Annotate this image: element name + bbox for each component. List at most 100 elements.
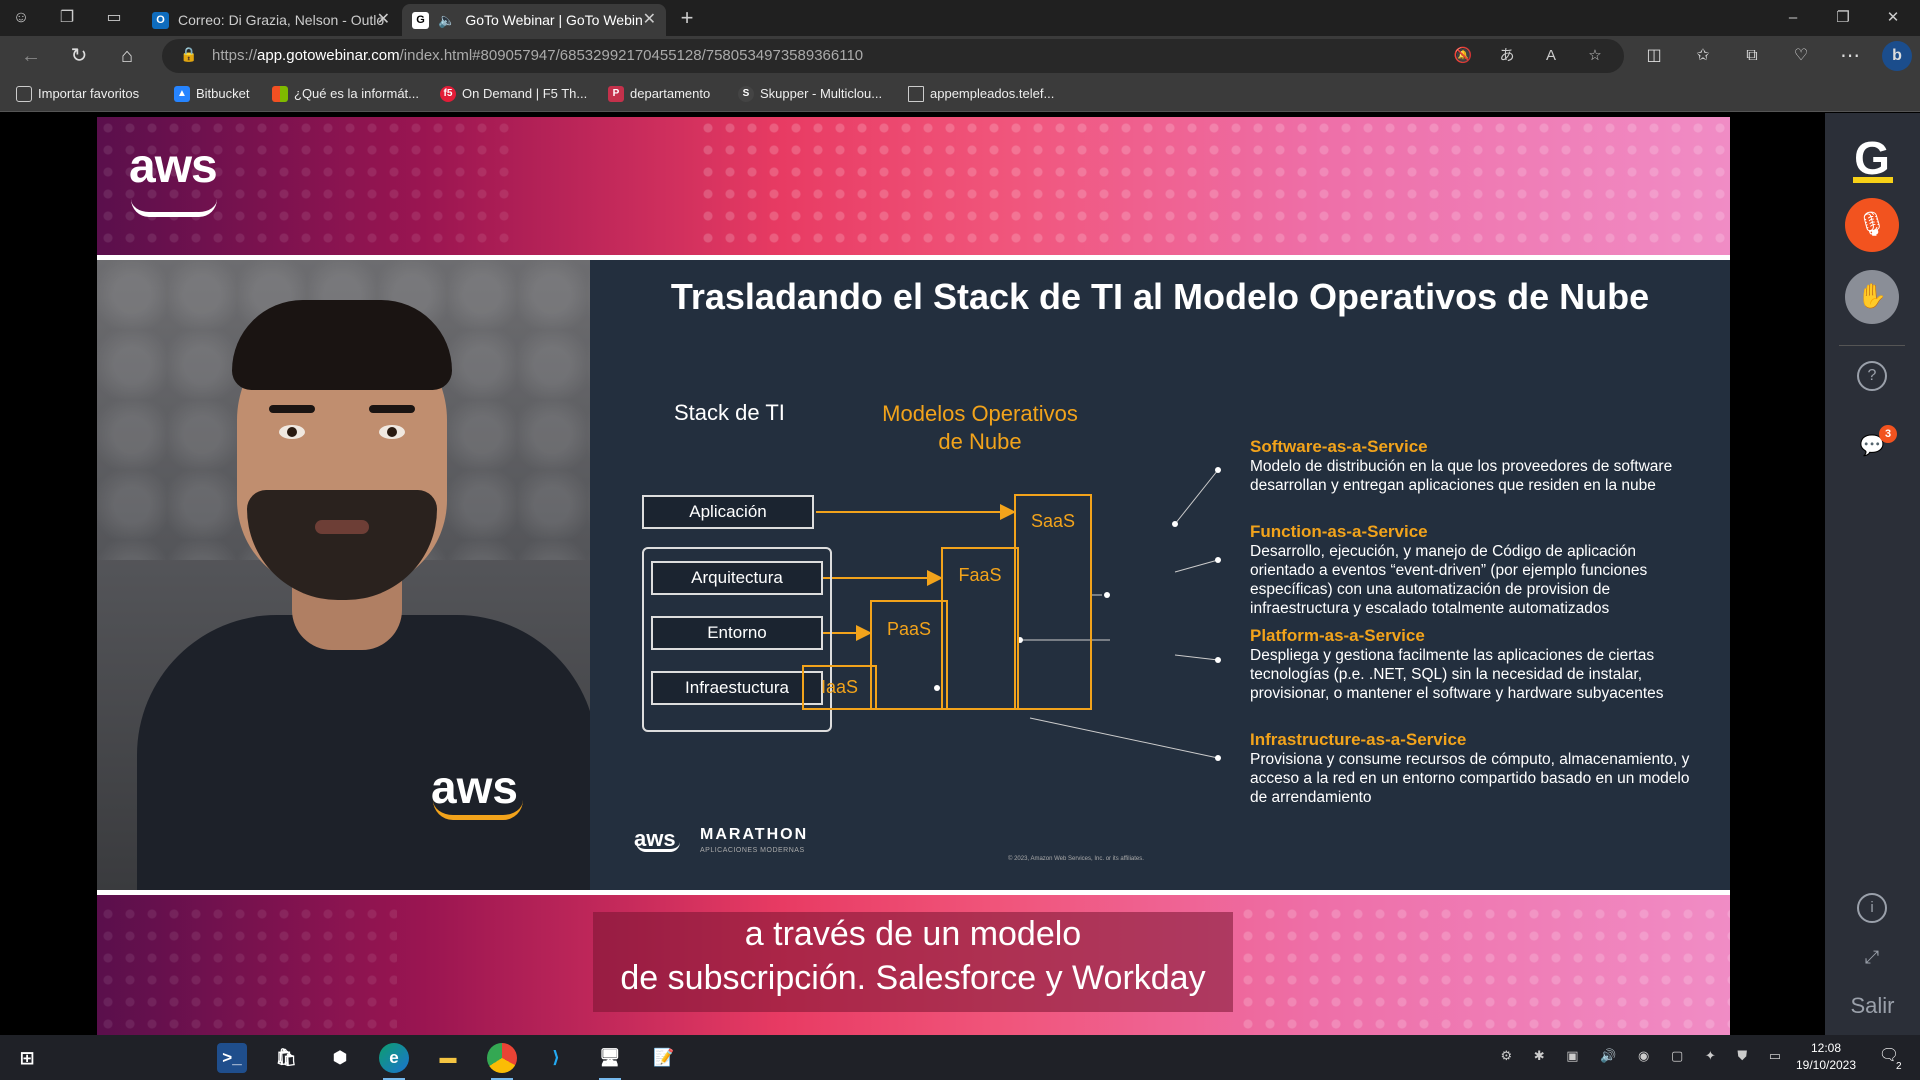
skupper-icon: S <box>738 86 754 102</box>
vertical-tabs-icon[interactable]: ▭ <box>106 9 122 26</box>
tab-goto-webinar[interactable]: G 🔈 GoTo Webinar | GoTo Webin ✕ <box>402 4 666 36</box>
new-tab-icon[interactable]: + <box>680 5 694 30</box>
restore-button[interactable]: ❐ <box>1836 9 1850 26</box>
goto-icon: G <box>412 12 429 29</box>
slide-copyright: © 2023, Amazon Web Services, Inc. or its… <box>1008 856 1144 862</box>
vscode-icon[interactable]: ⟩ <box>552 1048 560 1067</box>
minimize-button[interactable]: – <box>1788 9 1798 26</box>
f5-icon: f5 <box>440 86 456 102</box>
iaas-description-title: Infrastructure-as-a-Service <box>1250 730 1467 749</box>
remote-desktop-icon[interactable]: 🖥 <box>595 1043 625 1080</box>
stack-item-entorno: Entorno <box>651 616 823 650</box>
close-icon[interactable]: ✕ <box>642 11 656 28</box>
read-aloud-icon[interactable]: A <box>1545 47 1556 64</box>
bookmark-label: appempleados.telef... <box>930 86 1055 101</box>
bookmark-label: Skupper - Multiclou... <box>760 86 883 101</box>
fullscreen-icon[interactable]: ⤢ <box>1864 947 1880 967</box>
edge-icon[interactable]: e <box>379 1043 409 1080</box>
lock-icon[interactable]: 🔒 <box>180 46 198 62</box>
caption-line: de subscripción. Salesforce y Workday <box>620 959 1206 997</box>
more-menu-icon[interactable]: ⋯ <box>1840 45 1860 67</box>
reload-icon[interactable]: ↻ <box>70 45 88 67</box>
speaker-icon[interactable]: 🔈 <box>438 12 456 28</box>
bookmark-skupper[interactable]: S Skupper - Multiclou... <box>734 76 882 112</box>
notepad-icon[interactable]: 📝 <box>653 1048 675 1067</box>
notification-center-icon[interactable]: 🗨 <box>1878 1047 1900 1064</box>
presenter-hair <box>232 300 452 390</box>
hand-icon: ✋ <box>1857 283 1887 310</box>
browser-essentials-icon[interactable]: ♡ <box>1793 47 1809 64</box>
home-icon[interactable]: ⌂ <box>120 45 134 67</box>
bookmark-appempleados[interactable]: appempleados.telef... <box>904 76 1054 112</box>
page-icon <box>908 86 924 102</box>
presenter-shirt <box>137 615 590 890</box>
url-text[interactable]: https://app.gotowebinar.com/index.html#8… <box>212 39 863 73</box>
windows-taskbar: ⊞ >_ 🛍 ⬢ e ▬ ⟩ 🖥 📝 ⚙ ✱ ▣ 🔊 ◉ ▢ ✦ ⛊ ▭ 12:… <box>0 1035 1920 1080</box>
presenter-video: aws <box>97 260 590 890</box>
tab-outlook[interactable]: O Correo: Di Grazia, Nelson - Outlo ✕ <box>142 4 400 36</box>
close-window-button[interactable]: ✕ <box>1886 9 1900 26</box>
goto-logo: G <box>1854 132 1890 184</box>
model-iaas: IaaS <box>802 665 877 710</box>
address-bar[interactable]: 🔒 https://app.gotowebinar.com/index.html… <box>162 39 1624 73</box>
collections-icon[interactable]: ⧉ <box>1746 47 1758 64</box>
panel-divider <box>1839 345 1905 346</box>
aws-logo: aws <box>129 140 218 193</box>
bing-copilot-icon[interactable]: b <box>1882 41 1912 71</box>
footer-event-name: MARATHON <box>700 826 809 843</box>
url-scheme: https:// <box>212 47 258 64</box>
shirt-aws-smile-icon <box>433 800 523 820</box>
bookmark-label: ¿Qué es la informát... <box>294 86 419 101</box>
browser-toolbar: ← ↻ ⌂ 🔒 https://app.gotowebinar.com/inde… <box>0 36 1920 76</box>
decorative-dots <box>697 117 1730 255</box>
info-icon[interactable]: i <box>1857 893 1887 923</box>
notification-count: 2 <box>1896 1061 1902 1072</box>
tracking-prevention-icon[interactable]: 🔕 <box>1453 47 1473 64</box>
close-icon[interactable]: ✕ <box>376 11 390 28</box>
virtualbox-icon[interactable]: ⬢ <box>332 1048 348 1067</box>
model-faas: FaaS <box>941 547 1019 710</box>
favorites-icon[interactable]: ✩ <box>1696 47 1710 64</box>
presenter-eye <box>379 425 405 439</box>
start-icon[interactable]: ⊞ <box>19 1048 35 1068</box>
questions-icon[interactable]: ? <box>1857 361 1887 391</box>
goto-control-panel: G 🎙 ✋ ? 💬 3 i ⤢ Salir <box>1825 113 1920 1035</box>
webinar-viewport: aws aws Trasladando el Stack <box>0 113 1825 1035</box>
file-explorer-icon[interactable]: ▬ <box>439 1048 457 1067</box>
bookmark-label: Importar favoritos <box>38 86 140 101</box>
bookmark-bitbucket[interactable]: ▲Bitbucket <box>170 76 249 112</box>
bookmark-import-favorites[interactable]: Importar favoritos <box>12 76 139 112</box>
presenter-beard <box>247 490 437 600</box>
workspaces-icon[interactable]: ❐ <box>59 9 75 26</box>
presentation-slide: Trasladando el Stack de TI al Modelo Ope… <box>590 260 1730 890</box>
raise-hand-button[interactable]: ✋ <box>1845 270 1899 324</box>
microphone-button[interactable]: 🎙 <box>1845 198 1899 252</box>
bookmark-label: On Demand | F5 Th... <box>462 86 588 101</box>
iaas-description-body: Provisiona y consume recursos de cómputo… <box>1250 751 1690 806</box>
bookmark-que-es-la-informatica[interactable]: ¿Qué es la informát... <box>268 76 419 112</box>
stack-item-aplicacion: Aplicación <box>642 495 814 529</box>
stack-item-arquitectura: Arquitectura <box>651 561 823 595</box>
split-screen-icon[interactable]: ◫ <box>1646 47 1662 64</box>
paas-description-title: Platform-as-a-Service <box>1250 626 1425 645</box>
favorite-star-icon[interactable]: ☆ <box>1588 47 1602 64</box>
system-tray-icons[interactable]: ⚙ ✱ ▣ 🔊 ◉ ▢ ✦ ⛊ ▭ <box>1500 1048 1790 1063</box>
clock-date: 19/10/2023 <box>1795 1058 1857 1072</box>
store-icon[interactable]: 🛍 <box>275 1048 297 1067</box>
powershell-icon[interactable]: >_ <box>217 1043 247 1073</box>
chrome-icon[interactable] <box>487 1043 517 1080</box>
system-clock[interactable]: 12:08 19/10/2023 <box>1783 1040 1869 1074</box>
bookmark-f5-on-demand[interactable]: f5 On Demand | F5 Th... <box>436 76 587 112</box>
back-icon[interactable]: ← <box>21 45 41 67</box>
slide-title: Trasladando el Stack de TI al Modelo Ope… <box>670 276 1650 317</box>
windows-icon <box>272 86 288 102</box>
profile-avatar-icon[interactable]: ☺ <box>12 9 30 26</box>
outlook-icon: O <box>152 12 169 29</box>
url-domain: app.gotowebinar.com <box>257 47 400 64</box>
translate-icon[interactable]: あ <box>1499 47 1515 64</box>
import-icon <box>16 86 32 102</box>
exit-button[interactable]: Salir <box>1850 993 1895 1018</box>
chat-icon[interactable]: 💬 <box>1859 435 1885 457</box>
footer-aws-smile-icon <box>636 842 680 852</box>
